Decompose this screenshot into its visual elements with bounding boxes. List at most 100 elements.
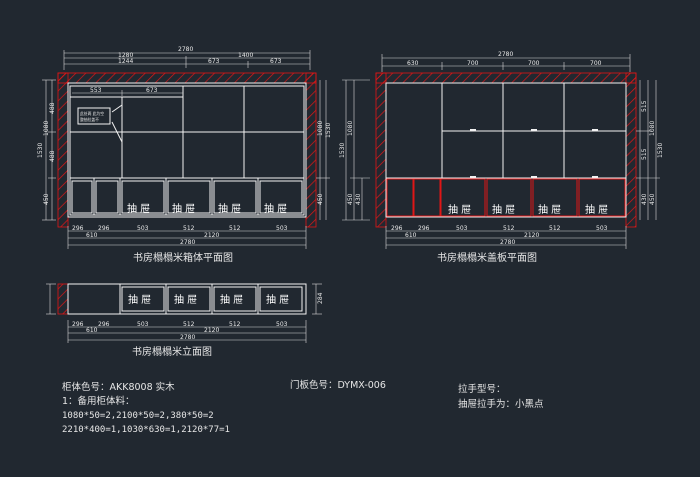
dim-right-overall: 2780 (498, 51, 513, 58)
note-box-line1: 此处两 此为空 (80, 111, 104, 116)
elevation-frame (67, 283, 307, 315)
drawer-label-e3: 抽 屉 (220, 293, 243, 306)
notes: 柜体色号：AKK8008 实木 1：备用柜体料： 1080*50=2,2100*… (62, 379, 544, 435)
plan-left: 抽 屉 抽 屉 抽 屉 抽 屉 此处两 此为空 整抽拉盖不 2780 1280 … (37, 46, 332, 264)
dim-right-b610: 610 (405, 232, 417, 239)
dim-left-1400: 1400 (238, 52, 253, 59)
wall-hatch-right (375, 72, 637, 228)
plan-left-title: 书房榻榻米箱体平面图 (133, 251, 233, 264)
dim-left-673c: 673 (146, 87, 158, 94)
note-handle-title: 拉手型号： (458, 383, 506, 395)
dim-right-515b: 515 (641, 148, 648, 160)
drawer-label-e1: 抽 屉 (128, 293, 151, 306)
dim-left-488a: 488 (49, 102, 56, 114)
drawer-label-e2: 抽 屉 (174, 293, 197, 306)
dim-right-b503b: 503 (596, 225, 608, 232)
dim-left-overall: 2780 (178, 46, 193, 53)
dim-left-1080: 1080 (43, 121, 50, 136)
elevation: 抽 屉 抽 屉 抽 屉 抽 屉 284 296 296 503 512 512 … (46, 283, 324, 358)
cabinet-frame-left (67, 82, 307, 218)
dim-right-r430: 430 (641, 193, 648, 205)
dim-left-450: 450 (43, 193, 50, 205)
drawer-label-l4: 抽 屉 (264, 202, 287, 215)
dim-elev-b610: 610 (86, 327, 98, 334)
dim-right-r1080: 1080 (649, 121, 656, 136)
side-dims-left-r (316, 80, 330, 220)
dim-right-b512b: 512 (549, 225, 561, 232)
cabinet-frame-right (385, 82, 627, 218)
dim-elev-b296b: 296 (98, 321, 110, 328)
note-cabinet-color: 柜体色号：AKK8008 实木 (62, 381, 175, 393)
bottom-dims-left (67, 226, 307, 249)
note-door-color: 门板色号：DYMX-006 (290, 379, 386, 391)
dim-left-673a: 673 (208, 58, 220, 65)
dim-right-700a: 700 (467, 60, 479, 67)
dim-right-450: 450 (347, 193, 354, 205)
dim-left-b296b: 296 (98, 225, 110, 232)
dim-right-430: 430 (355, 193, 362, 205)
dim-right-r450: 450 (649, 193, 656, 205)
dim-left-553: 553 (90, 87, 102, 94)
top-dims-left (63, 50, 311, 96)
dim-elev-b2120: 2120 (204, 327, 219, 334)
dim-right-630: 630 (407, 60, 419, 67)
plan-right-title: 书房榻榻米盖板平面图 (437, 251, 537, 264)
dim-right-b503: 503 (456, 225, 468, 232)
side-dims-right (342, 79, 660, 221)
dim-right-1530: 1530 (339, 143, 346, 158)
dim-left-b503: 503 (137, 225, 149, 232)
wall-hatch-elevation (57, 283, 69, 315)
dim-right-b2780: 2780 (500, 239, 515, 246)
note-materials-2: 2210*400=1,1030*630=1,2120*77=1 (62, 425, 230, 435)
dim-left-b2120: 2120 (204, 232, 219, 239)
dim-left-b503b: 503 (276, 225, 288, 232)
drawer-label-r2: 抽 屉 (492, 203, 515, 216)
dim-left-b512b: 512 (229, 225, 241, 232)
dim-right-r1530: 1530 (657, 143, 664, 158)
dim-left-r1530: 1530 (325, 123, 332, 138)
drawer-label-r3: 抽 屉 (538, 203, 561, 216)
dim-left-b2780: 2780 (180, 239, 195, 246)
note-materials-title: 1：备用柜体料： (62, 395, 135, 407)
drawer-label-l3: 抽 屉 (218, 202, 241, 215)
handle-dots-right (470, 129, 598, 178)
drawer-fronts-right (386, 178, 626, 217)
dim-elev-284: 284 (317, 292, 324, 304)
dim-right-1080: 1080 (347, 121, 354, 136)
dim-left-673b: 673 (270, 58, 282, 65)
dim-right-b512a: 512 (503, 225, 515, 232)
dim-elev-b296a: 296 (72, 321, 84, 328)
drawer-label-r1: 抽 屉 (448, 203, 471, 216)
dim-elev-b503b: 503 (276, 321, 288, 328)
dim-right-700c: 700 (590, 60, 602, 67)
note-handle-type: 抽屉拉手为：小黑点 (458, 398, 544, 410)
dim-elev-b512b: 512 (229, 321, 241, 328)
drawer-label-e4: 抽 屉 (266, 293, 289, 306)
elevation-title: 书房榻榻米立面图 (132, 345, 212, 358)
dim-right-b2120: 2120 (524, 232, 539, 239)
dim-left-1244: 1244 (118, 58, 133, 65)
dim-left-488b: 488 (49, 150, 56, 162)
note-materials-1: 1080*50=2,2100*50=2,380*50=2 (62, 411, 214, 421)
dim-left-r450: 450 (317, 193, 324, 205)
dim-left-1530: 1530 (37, 143, 44, 158)
elevation-bottom-dims (67, 320, 307, 343)
bottom-dims-right (385, 226, 627, 249)
dim-left-r1080: 1080 (317, 121, 324, 136)
dim-right-b296b: 296 (418, 225, 430, 232)
dim-left-b610: 610 (86, 232, 98, 239)
dim-right-700b: 700 (528, 60, 540, 67)
dim-right-b296a: 296 (391, 225, 403, 232)
drawer-label-l1: 抽 屉 (127, 202, 150, 215)
dim-left-1280: 1280 (118, 52, 133, 59)
wall-hatch-left (57, 72, 317, 228)
side-dims-left (42, 79, 56, 221)
drawer-label-l2: 抽 屉 (172, 202, 195, 215)
top-dims-right (381, 54, 631, 72)
dim-elev-b503: 503 (137, 321, 149, 328)
dim-right-515a: 515 (641, 100, 648, 112)
drawer-label-r4: 抽 屉 (585, 203, 608, 216)
dim-elev-b2780: 2780 (180, 334, 195, 341)
dim-left-b296a: 296 (72, 225, 84, 232)
